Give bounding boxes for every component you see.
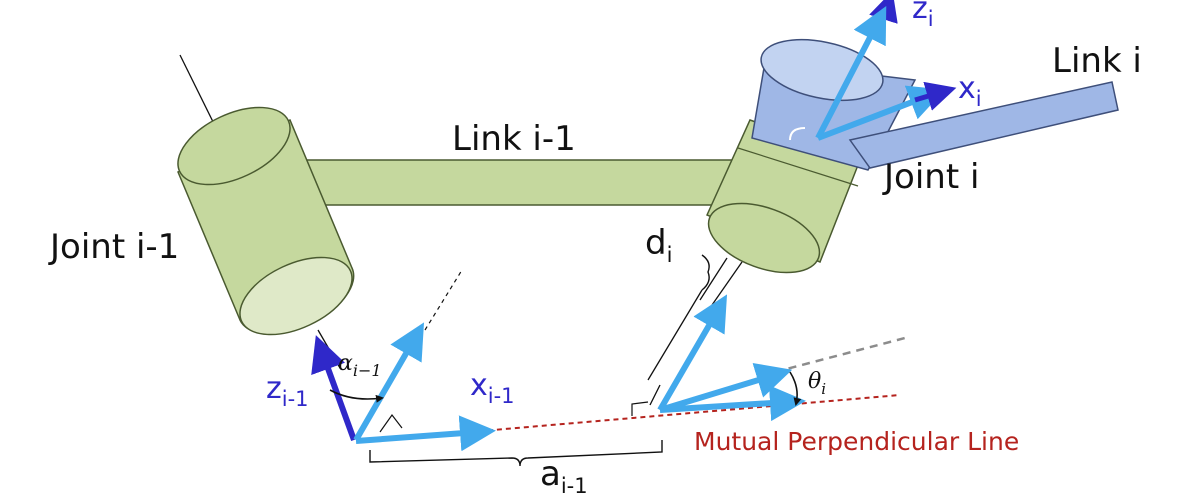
link-i-bar bbox=[848, 81, 1119, 169]
joint-i-axis-lower bbox=[711, 261, 743, 306]
alpha-reference-dashed bbox=[424, 269, 463, 331]
joint-prev-cylinder bbox=[177, 106, 355, 336]
x-i-arrow bbox=[816, 85, 945, 141]
link-prev-bar bbox=[289, 159, 749, 206]
joint-i-label: Joint i bbox=[882, 157, 979, 197]
lower-frame-x-arrow bbox=[659, 385, 806, 422]
z-i-arrow bbox=[815, 6, 887, 140]
a-label: ai-1 bbox=[540, 454, 588, 498]
mutual-perpendicular-label: Mutual Perpendicular Line bbox=[694, 427, 1019, 456]
alpha-label: αi−1 bbox=[338, 351, 382, 380]
lower-frame-up-arrow bbox=[657, 294, 728, 412]
joint-prev-label: Joint i-1 bbox=[48, 227, 179, 267]
prev-frame-tilted-arrow bbox=[353, 322, 425, 442]
z-i-dark-arrow bbox=[869, 0, 898, 31]
joint-i-axis-lower-2 bbox=[699, 257, 728, 301]
right-angle-mark-prev bbox=[379, 413, 403, 433]
d-connector bbox=[647, 289, 703, 381]
z-i-label: zi bbox=[912, 0, 934, 31]
alpha-angle-arc bbox=[329, 389, 384, 403]
x-i-dark-arrow bbox=[914, 81, 957, 111]
z-prev-label: zi-1 bbox=[266, 371, 309, 411]
x-prev-label: xi-1 bbox=[470, 368, 515, 408]
x-i-label: xi bbox=[958, 71, 982, 111]
lower-frame-tilted-arrow bbox=[659, 363, 793, 413]
theta-label: θi bbox=[808, 369, 826, 398]
theta-reference-dashed bbox=[774, 336, 906, 374]
x-prev-arrow bbox=[355, 415, 496, 452]
d-connector-2 bbox=[649, 384, 661, 406]
joint-prev-axis-lower bbox=[317, 329, 341, 369]
d-brace bbox=[701, 254, 710, 291]
right-angle-mark-i bbox=[631, 401, 649, 416]
d-label: di bbox=[645, 223, 672, 267]
theta-angle-arc bbox=[789, 371, 802, 406]
link-i-label: Link i bbox=[1052, 41, 1142, 81]
link-prev-label: Link i-1 bbox=[452, 119, 576, 159]
z-prev-arrow bbox=[311, 335, 357, 442]
a-bracket bbox=[369, 440, 663, 467]
